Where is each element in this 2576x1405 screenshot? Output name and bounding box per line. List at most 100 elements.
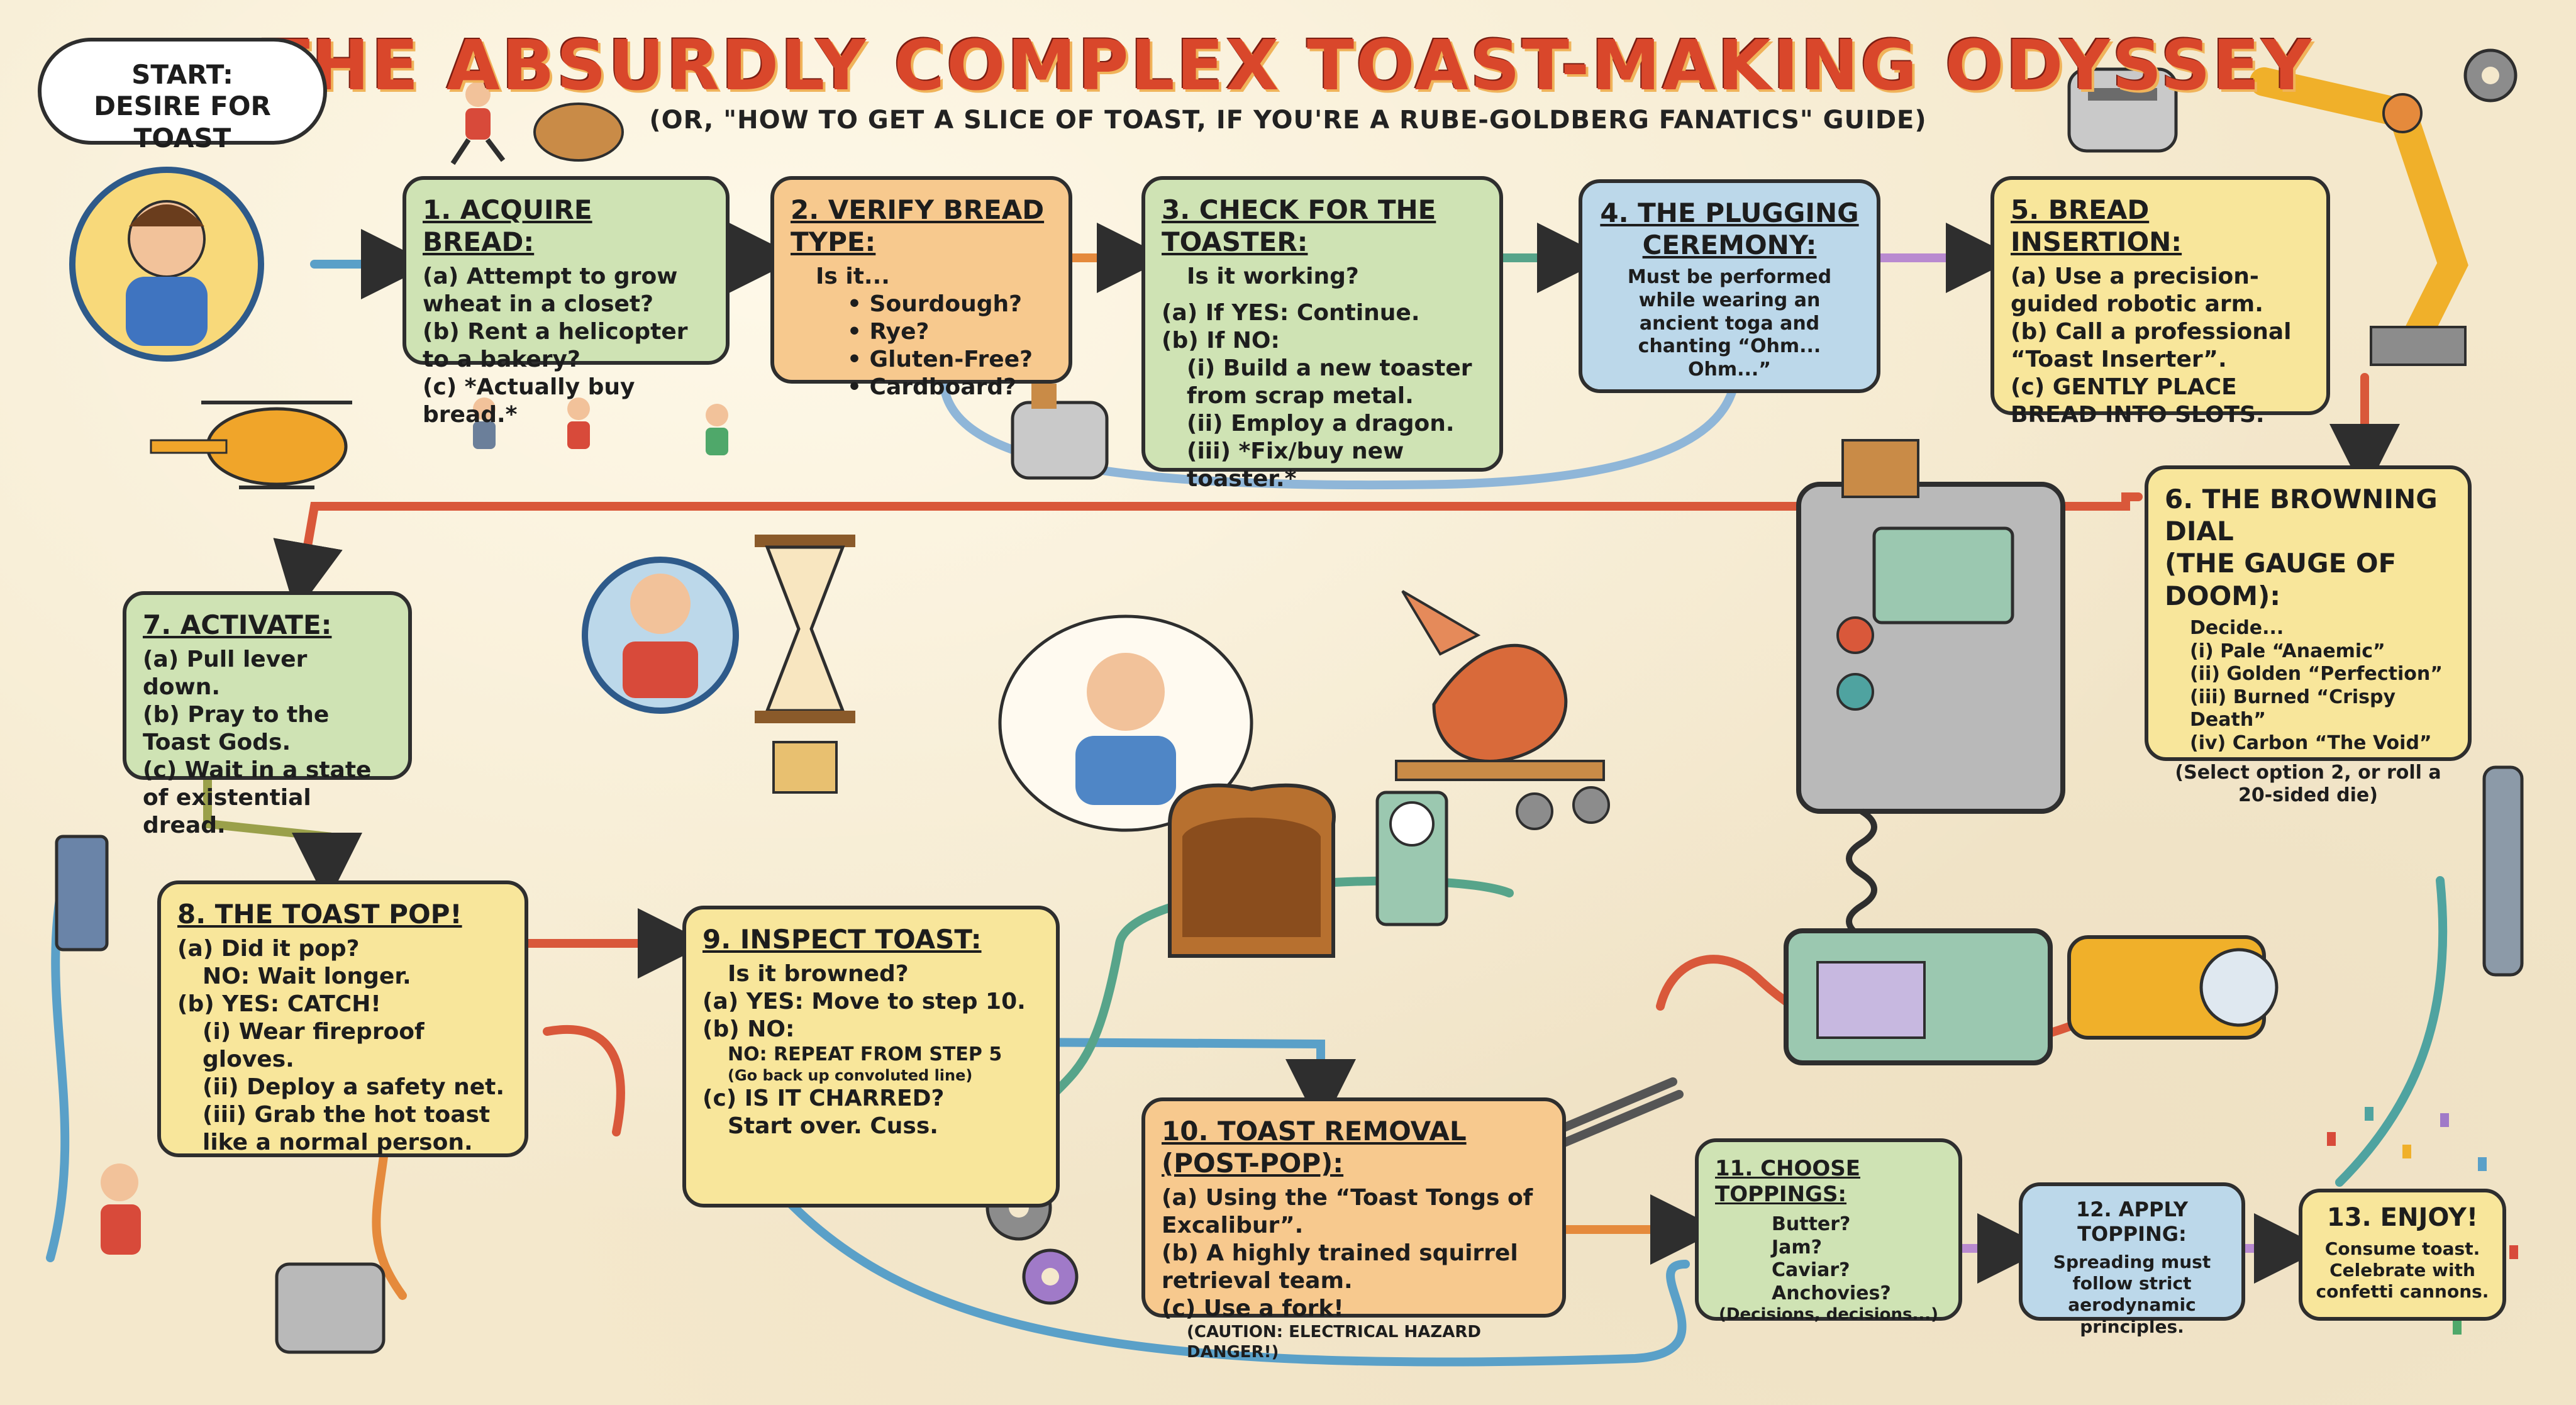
step-12-box: 12. APPLY TOPPING: Spreading must follow… — [2019, 1182, 2245, 1337]
step-7-line: (b) Pray to the Toast Gods. — [143, 702, 330, 755]
robotic-arm-illustration — [2250, 67, 2468, 366]
step-5-line: (b) Call a professional “Toast Inserter”… — [2011, 319, 2292, 373]
step-10-line: (c) Use a fork! — [1162, 1296, 1344, 1322]
step-8-line: NO: Wait longer. — [203, 964, 411, 990]
step-7-line: (c) Wait in a state of existential dread… — [143, 757, 372, 838]
step-4-body: Must be performed while wearing an ancie… — [1627, 266, 1832, 380]
gear-icon — [2463, 48, 2518, 103]
step-5-box: 5. BREAD INSERTION: (a) Use a precision-… — [1990, 176, 2330, 428]
step-8-line: (iii) Grab the hot toast like a normal p… — [203, 1101, 491, 1155]
step-6-box: 6. THE BROWNING DIAL (THE GAUGE OF DOOM)… — [2145, 465, 2472, 806]
step-2-line: • Cardboard? — [847, 374, 1016, 401]
pipe-decor — [750, 1159, 1690, 1367]
confetti-decoration — [2327, 1107, 2518, 1335]
step-7-line: (a) Pull lever down. — [143, 647, 308, 701]
bread-loaf-icon — [533, 103, 624, 162]
page-subtitle: (OR, "HOW TO GET A SLICE OF TOAST, IF YO… — [649, 106, 1927, 135]
canister-illustration — [2482, 765, 2524, 977]
pipe-7-to-8 — [203, 775, 362, 903]
step-10-line: (a) Using the “Toast Tongs of Excalibur”… — [1162, 1185, 1533, 1239]
step-11-line: Anchovies? — [1772, 1282, 1891, 1304]
step-9-line: NO: REPEAT FROM STEP 5 — [728, 1043, 1002, 1065]
step-2-box: 2. VERIFY BREAD TYPE: Is it... • Sourdou… — [770, 176, 1072, 400]
step-9-line: (b) NO: — [702, 1016, 795, 1043]
gear-icon — [1022, 1248, 1079, 1305]
step-4-title: 4. THE PLUGGING CEREMONY: — [1600, 197, 1859, 261]
step-3-line: (iii) *Fix/buy new toaster.* — [1187, 438, 1404, 492]
start-cloud: START: DESIRE FOR TOAST — [38, 38, 327, 153]
toaster-bottom-left-illustration — [275, 1262, 386, 1354]
page-title: THE ABSURDLY COMPLEX TOAST-MAKING ODYSSE… — [262, 25, 2314, 106]
step-10-title: 10. TOAST REMOVAL (POST-POP): — [1162, 1116, 1467, 1179]
step-2-line: • Rye? — [847, 319, 930, 345]
toaster-top-right-illustration — [2067, 67, 2178, 153]
dragon-illustration — [1395, 590, 1605, 781]
step-9-line: Start over. Cuss. — [728, 1113, 938, 1139]
step-9-title: 9. INSPECT TOAST: — [702, 924, 982, 955]
step-9-line: (a) YES: Move to step 10. — [702, 989, 1026, 1015]
toaster-illustration — [1011, 384, 1109, 480]
step-3-box: 3. CHECK FOR THE TOASTER: Is it working?… — [1141, 176, 1503, 492]
step-6-note: (Select option 2, or roll a 20-sided die… — [2175, 761, 2441, 807]
step-8-line: (a) Did it pop? — [177, 936, 360, 962]
step-13-title: 13. ENJOY! — [2326, 1203, 2479, 1232]
step-9-line: (c) IS IT CHARRED? — [702, 1085, 945, 1111]
step-7-title: 7. ACTIVATE: — [143, 609, 332, 640]
tongs-icon — [1549, 1077, 1684, 1149]
step-7-box: 7. ACTIVATE: (a) Pull lever down. (b) Pr… — [123, 591, 412, 838]
step-9-intro: Is it browned? — [728, 961, 909, 987]
step-6-option: (i) Pale “Anaemic” — [2190, 640, 2385, 662]
step-11-line: Butter? — [1772, 1213, 1851, 1235]
hourglass-illustration — [755, 535, 855, 794]
step-8-box: 8. THE TOAST POP! (a) Did it pop? NO: Wa… — [157, 880, 528, 1157]
step-3-intro: Is it working? — [1187, 264, 1359, 290]
step-1-line: (b) Rent a helicopter to a bakery? — [423, 319, 688, 373]
step-1-title: 1. ACQUIRE BREAD: — [423, 194, 592, 258]
step-11-line: Caviar? — [1772, 1259, 1850, 1282]
step-2-line: • Gluten-Free? — [847, 347, 1033, 373]
step-8-title: 8. THE TOAST POP! — [177, 899, 462, 930]
start-desire: DESIRE FOR TOAST — [94, 91, 271, 153]
step-8-line: (ii) Deploy a safety net. — [203, 1074, 505, 1100]
step-6-option: (iii) Burned “Crispy Death” — [2190, 686, 2396, 731]
anxious-eater-illustration — [998, 614, 1253, 832]
step-8-line: (i) Wear fireproof gloves. — [203, 1018, 425, 1072]
hungry-person-illustration — [69, 167, 264, 362]
running-people-illustration — [473, 397, 728, 455]
running-person-icon — [450, 82, 506, 165]
excited-person-illustration — [101, 1163, 141, 1255]
pressure-gauge-machine-illustration — [2067, 935, 2279, 1040]
step-2-line: • Sourdough? — [847, 291, 1022, 318]
step-12-body: Spreading must follow strict aerodynamic… — [2053, 1252, 2211, 1337]
step-13-body: Consume toast. Celebrate with confetti c… — [2316, 1238, 2489, 1302]
step-5-line: (a) Use a precision-guided robotic arm. — [2011, 264, 2263, 318]
gauge-meter-illustration — [1375, 791, 1448, 926]
step-3-line: (b) If NO: — [1162, 328, 1280, 354]
step-3-title: 3. CHECK FOR THE TOASTER: — [1162, 194, 1436, 258]
step-6-intro: Decide... — [2190, 616, 2284, 639]
step-9-line: (Go back up convoluted line) — [728, 1066, 973, 1084]
pipe-6-to-7 — [273, 492, 2143, 614]
step-10-box: 10. TOAST REMOVAL (POST-POP): (a) Using … — [1141, 1097, 1566, 1362]
step-11-line: Jam? — [1772, 1236, 1823, 1258]
pipe-decor — [2335, 876, 2448, 1187]
step-6-option: (iv) Carbon “The Void” — [2190, 731, 2432, 754]
step-1-line: (c) *Actually buy bread.* — [423, 374, 635, 428]
step-5-title: 5. BREAD INSERTION: — [2011, 194, 2182, 258]
praying-person-illustration — [582, 557, 739, 714]
step-3-line: (a) If YES: Continue. — [1162, 300, 1420, 326]
helicopter-illustration — [150, 401, 352, 489]
step-4-box: 4. THE PLUGGING CEREMONY: Must be perfor… — [1579, 179, 1880, 393]
step-1-box: 1. ACQUIRE BREAD: (a) Attempt to grow wh… — [402, 176, 730, 428]
step-3-line: (i) Build a new toaster from scrap metal… — [1187, 355, 1472, 409]
step-11-title: 11. CHOOSE TOPPINGS: — [1715, 1156, 1860, 1208]
step-6-option: (ii) Golden “Perfection” — [2190, 663, 2443, 686]
step-13-box: 13. ENJOY! Consume toast. Celebrate with… — [2299, 1189, 2506, 1321]
step-10-line: (b) A highly trained squirrel retrieval … — [1162, 1240, 1518, 1294]
step-1-line: (a) Attempt to grow wheat in a closet? — [423, 264, 678, 318]
step-5-line: (c) GENTLY PLACE BREAD INTO SLOTS. — [2011, 374, 2265, 428]
step-9-box: 9. INSPECT TOAST: Is it browned? (a) YES… — [682, 906, 1060, 1208]
gear-icon — [1516, 786, 1610, 830]
step-11-box: 11. CHOOSE TOPPINGS: Butter? Jam? Caviar… — [1695, 1138, 1962, 1324]
